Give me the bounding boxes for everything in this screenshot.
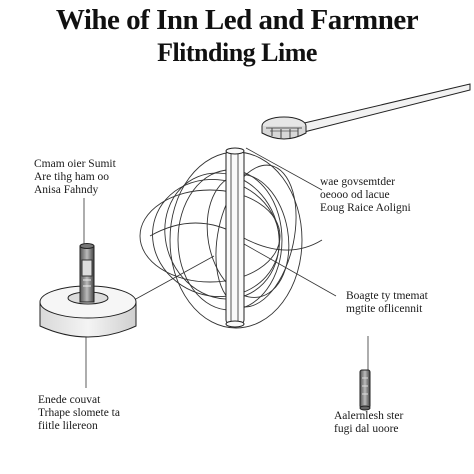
label-right-upper-line-2: oeooo od lacue <box>320 189 390 201</box>
label-right-upper-line-3: Eoug Raice Aoligni <box>320 202 411 214</box>
label-bottom-left-line-2: Trhape slomete ta <box>38 407 120 419</box>
label-bottom-right-line-2: fugi dal uoore <box>334 423 399 435</box>
label-top-left: Cmam oier Sumit Are tihg ham oo Anisa Fa… <box>34 158 116 197</box>
label-top-left-line-3: Anisa Fahndy <box>34 184 99 196</box>
label-right-lower-line-1: Boagte ty tmemat <box>346 290 428 302</box>
leader-lines <box>83 147 369 388</box>
leader-center-left <box>133 255 215 301</box>
label-bottom-left: Enede couvat Trhape slomete ta fiitle li… <box>38 394 120 433</box>
label-right-upper: wae govsemtder oeooo od lacue Eoug Raice… <box>320 176 411 215</box>
loop-tilted-b <box>152 178 280 298</box>
diagram-title-line-1: Wihe of Inn Led and Farmner <box>55 4 419 36</box>
wand-tool <box>261 83 471 140</box>
leader-right-upper <box>245 147 323 191</box>
label-right-upper-line-1: wae govsemtder <box>320 176 396 188</box>
small-probe <box>359 369 371 411</box>
central-coil <box>225 147 245 328</box>
label-right-lower: Boagte ty tmemat mgtite oflicennit <box>346 290 428 316</box>
label-top-left-line-2: Are tihg ham oo <box>34 171 110 183</box>
base-disc-device <box>39 243 137 338</box>
loop-tilted-a <box>164 172 280 300</box>
label-bottom-left-line-3: fiitle lilereon <box>38 420 98 432</box>
loop-right-b <box>215 164 297 308</box>
label-bottom-left-line-1: Enede couvat <box>38 394 101 406</box>
diagram-title-line-2: Flitnding Lime <box>157 38 317 67</box>
label-bottom-right: Aalernlesh ster fugi dal uoore <box>334 410 403 436</box>
label-right-lower-line-2: mgtite oflicennit <box>346 303 423 315</box>
loop-flat <box>139 189 281 283</box>
label-bottom-right-line-1: Aalernlesh ster <box>334 410 404 422</box>
label-top-left-line-1: Cmam oier Sumit <box>34 158 116 170</box>
loop-right-a <box>206 174 290 298</box>
leader-right-lower <box>243 243 337 297</box>
